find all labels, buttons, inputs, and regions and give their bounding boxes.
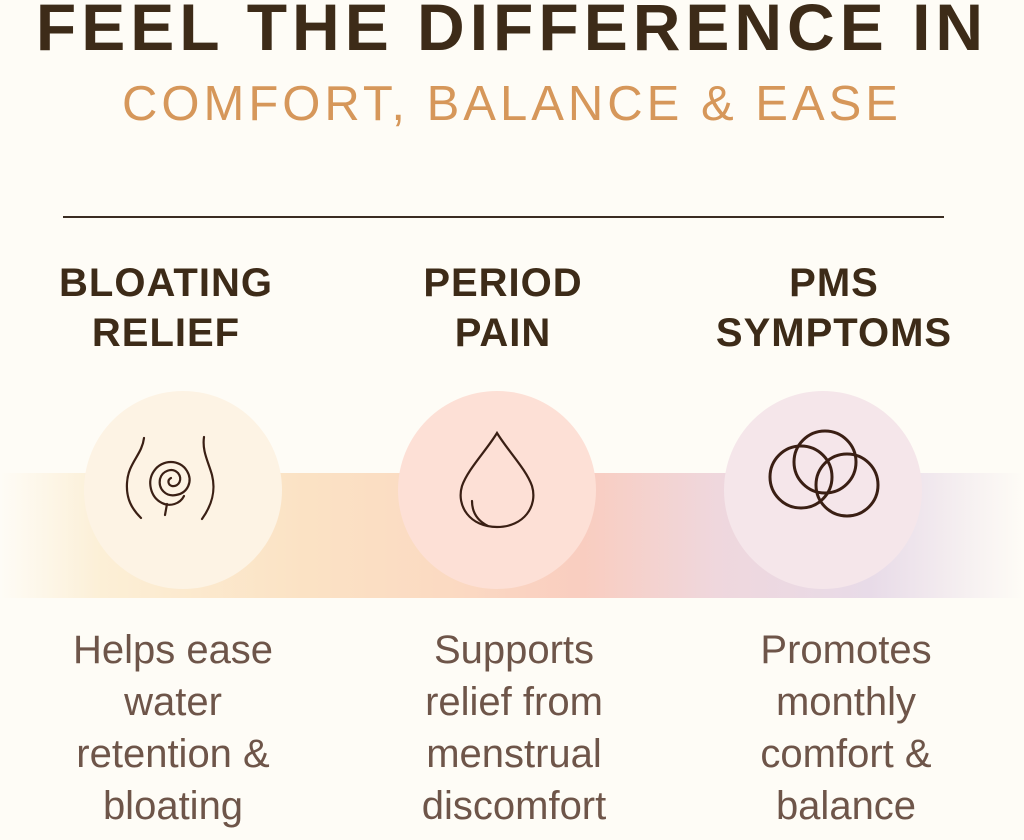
icon-circle-bloating — [84, 391, 282, 589]
desc-line: discomfort — [421, 784, 607, 828]
desc-line: retention & — [76, 732, 270, 776]
benefit-title-bloating: BLOATING RELIEF — [6, 258, 326, 358]
desc-line: menstrual — [426, 732, 602, 776]
divider — [63, 216, 944, 218]
benefit-title-line2: PAIN — [454, 311, 552, 355]
benefit-title-pms: PMS SYMPTOMS — [674, 258, 994, 358]
headline: FEEL THE DIFFERENCE IN — [35, 0, 989, 64]
benefit-title-line1: PMS — [789, 261, 879, 305]
desc-line: Supports — [433, 628, 595, 672]
subheadline: COMFORT, BALANCE & EASE — [122, 77, 902, 131]
benefit-desc-pms: Promotes monthly comfort & balance — [686, 624, 1006, 832]
three-circles-icon — [768, 429, 880, 518]
desc-line: Promotes — [760, 628, 932, 672]
desc-line: water — [124, 680, 222, 724]
benefit-title-line2: SYMPTOMS — [715, 311, 953, 355]
desc-line: Helps ease — [72, 628, 274, 672]
abdomen-spiral-icon — [125, 435, 215, 521]
desc-line: relief from — [425, 680, 603, 724]
desc-line: monthly — [775, 680, 917, 724]
benefit-title-line1: BLOATING — [59, 261, 273, 305]
desc-line: balance — [775, 784, 917, 828]
benefit-desc-period-pain: Supports relief from menstrual discomfor… — [354, 624, 674, 832]
water-drop-icon — [459, 430, 535, 529]
desc-line: comfort & — [760, 732, 932, 776]
benefit-title-line1: PERIOD — [423, 261, 583, 305]
benefit-desc-bloating: Helps ease water retention & bloating — [13, 624, 333, 832]
icon-circle-period-pain — [398, 391, 596, 589]
benefit-title-period-pain: PERIOD PAIN — [343, 258, 663, 358]
icon-circle-pms — [724, 391, 922, 589]
benefit-title-line2: RELIEF — [91, 311, 241, 355]
desc-line: bloating — [102, 784, 244, 828]
